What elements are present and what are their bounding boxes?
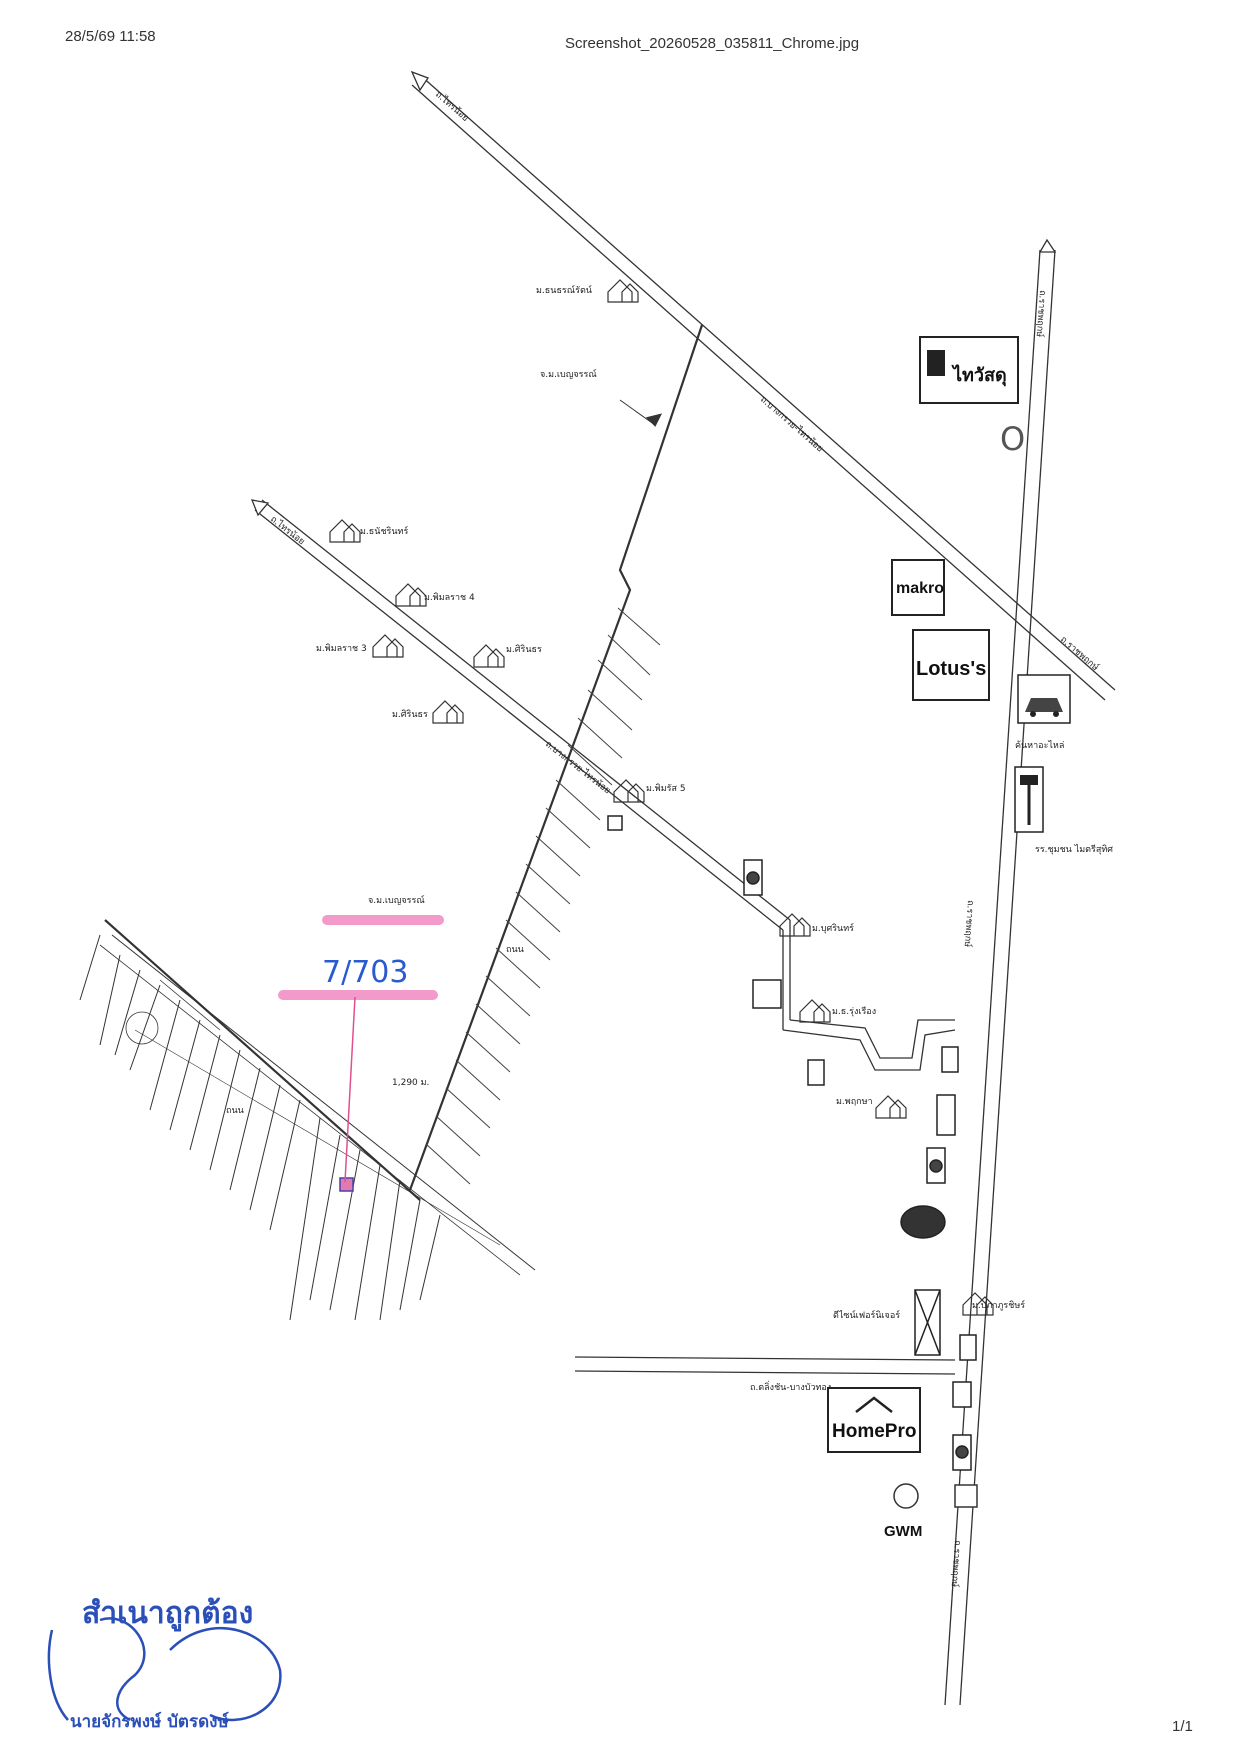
project-label-2: จ.ม.เบญจรรณ์ [368,894,425,906]
project-label-1: จ.ม.เบญจรรณ์ [540,368,597,380]
stamp-title: สำเนาถูกต้อง [82,1596,254,1631]
furniture-label: ดีไซน์เฟอร์นิเจอร์ [833,1309,900,1321]
car-service-icon [1017,674,1071,724]
thaiwatsadu-logo: ไทวัสดุ [919,336,1019,404]
school-label: รร.ชุมชน ไมตรีสุทิศ [1035,844,1113,855]
car-service-label: ค้นหาอะไหล่ [1015,740,1064,751]
svg-text:makro: makro [896,580,944,597]
makro-logo: makro [891,559,945,616]
stamp-name: นายจักรพงษ์ บัตรดงษ์ [70,1712,229,1732]
road-label-ratchapruek-top: ถ.ราชพฤกษ์ [1034,290,1049,338]
village-label-5: ม.ศิรินธร [506,644,542,655]
mazda-logo-icon [954,1484,978,1508]
distance-label: 1,290 ม. [392,1078,429,1088]
svg-text:HomePro: HomePro [832,1421,916,1442]
village-label-4: ม.พิมลราช 3 [316,643,367,654]
gwm-logo: GWM [884,1483,922,1540]
misc-icons [607,815,956,1356]
access-road-winding [782,1019,956,1071]
village-label-11: ม.ปภาภูรชิษร์ [972,1299,1025,1311]
road-label-diag: ถ.บางกรวย-ไทรน้อย [543,739,612,797]
seven-eleven-icons [807,1046,977,1408]
road-bottom-horizontal [574,1356,956,1375]
village-label-2: ม.ธนัชรินทร์ [360,525,408,537]
svg-text:GWM: GWM [884,1523,922,1540]
highlight-annotation [278,915,444,1183]
gas-station-icons [743,859,972,1471]
soi-branches [425,607,661,1185]
road-label-right: ถ.ราชพฤกษ์ [1058,633,1102,673]
access-road-label: ถนน [506,945,524,955]
village-label-8: ม.บุศรินทร์ [812,922,854,934]
svg-text:Lotus's: Lotus's [916,658,986,680]
homepro-logo: HomePro [827,1387,921,1453]
access-road-label-2: ถนน [226,1106,244,1116]
village-label-10: ม.ธ.รุ่งเรือง [832,1006,876,1017]
target-plot-marker [339,1177,354,1192]
village-label-7: ม.พิมรัส 5 [646,783,686,794]
road-label-top: ถ.ไทรน้อย [433,89,471,124]
school-icon [1014,766,1044,833]
print-datetime: 28/5/69 11:58 [65,28,156,45]
o-mark: O [1000,420,1025,458]
road-label-ratchapruek-mid: ถ.ราชพฤกษ์ [962,900,977,948]
certified-copy-stamp: สำเนาถูกต้อง นายจักรพงษ์ บัตรดงษ์ [40,1590,330,1735]
village-label-1: ม.ธนธรณ์รัตน์ [536,284,592,296]
road-left-diagonal [250,499,791,1030]
subdivision-grid [79,919,536,1321]
road-label-bottom: ถ.ตลิ่งชัน-บางบัวทอง [750,1380,831,1393]
village-label-6: ม.ศิรินธร [392,709,428,720]
road-top-diagonal [410,70,1116,701]
document-filename: Screenshot_20260528_035811_Chrome.jpg [565,35,860,52]
house-icons [329,279,994,1316]
road-label-ratchapruek-bottom: ถ.ราชพฤกษ์ [949,1540,964,1588]
svg-text:ไทวัสดุ: ไทวัสดุ [951,364,1007,387]
signature-mark [47,1617,282,1722]
village-label-3: ม.พิมลราช 4 [424,592,475,603]
page-number: 1/1 [1172,1718,1193,1735]
soi-spine [408,324,704,1191]
village-label-9: ม.พฤกษา [836,1097,873,1107]
plot-number-handwritten: 7/703 [322,955,408,990]
lotus-logo: Lotus's [912,629,990,701]
